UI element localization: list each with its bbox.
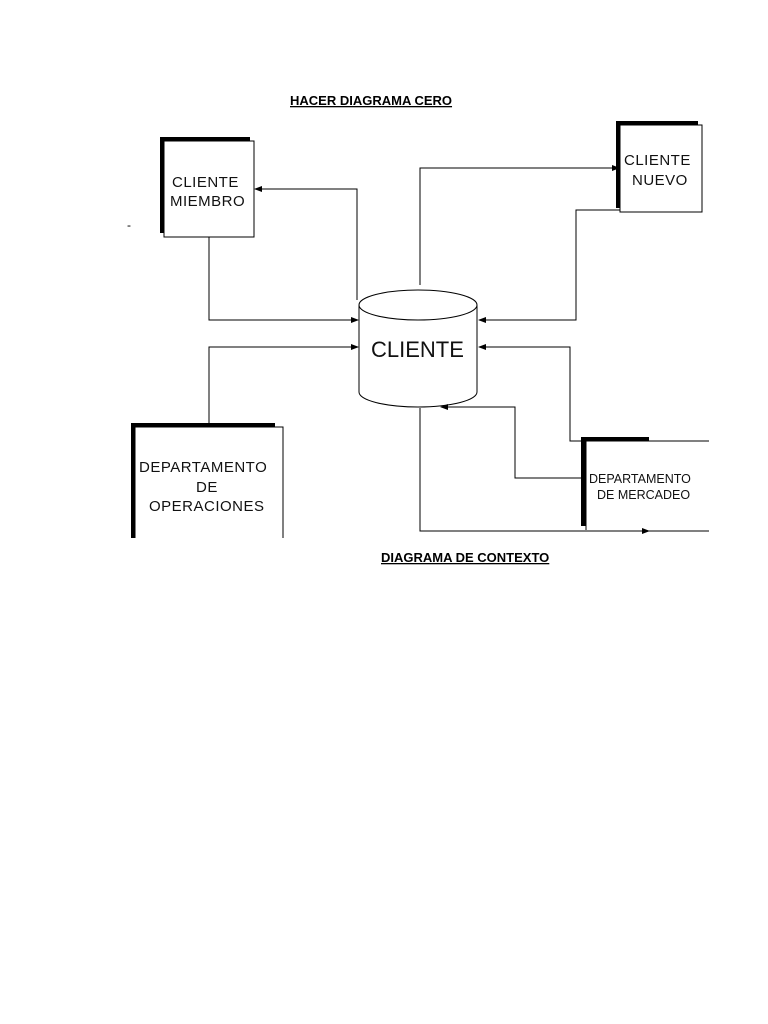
entity-label-line2: DE — [196, 479, 218, 496]
entity-departamento-operaciones: DEPARTAMENTO DE OPERACIONES — [131, 423, 284, 538]
data-flows — [208, 165, 709, 534]
cylinder-body — [358, 305, 478, 408]
diagram-title-bottom: DIAGRAMA DE CONTEXTO — [381, 550, 549, 565]
datastore-label: CLIENTE — [371, 337, 464, 362]
entity-box — [163, 140, 255, 238]
diagram-title-top: HACER DIAGRAMA CERO — [290, 93, 452, 108]
entity-label-line1: CLIENTE — [172, 174, 239, 191]
datastore-cliente: CLIENTE — [358, 289, 478, 408]
entity-cliente-miembro: CLIENTE MIEMBRO — [160, 137, 255, 238]
flow-to-cliente-miembro — [254, 186, 358, 300]
flow-to-cliente-nuevo — [419, 165, 620, 285]
flow-from-cliente-miembro — [208, 237, 359, 323]
entity-label-line3: OPERACIONES — [149, 498, 265, 515]
flow-from-cliente-nuevo — [478, 209, 620, 323]
entity-box — [134, 426, 284, 538]
entity-shadow-top — [131, 423, 275, 427]
flow-from-departamento-operaciones — [208, 344, 359, 423]
entity-shadow-left — [160, 137, 164, 233]
entity-shadow-left — [616, 121, 620, 208]
flow-to-departamento-mercadeo — [419, 408, 650, 534]
cylinder-top — [358, 289, 478, 321]
stray-mark: - — [127, 218, 131, 232]
entity-shadow-left — [581, 437, 586, 526]
entity-shadow-top — [581, 437, 649, 441]
entity-shadow-top — [160, 137, 250, 141]
entity-box — [619, 124, 703, 213]
entity-shadow-top — [616, 121, 698, 125]
entity-cliente-nuevo: CLIENTE NUEVO — [616, 121, 703, 213]
entity-departamento-mercadeo: DEPARTAMENTO DE MERCADEO — [581, 437, 709, 530]
flow-from-departamento-mercadeo-lower — [440, 404, 581, 479]
entity-label-line1: CLIENTE — [624, 152, 691, 169]
entity-label-line2: NUEVO — [632, 172, 688, 189]
entity-label-line1: DEPARTAMENTO — [589, 472, 691, 486]
entity-shadow-left — [131, 423, 135, 538]
entity-label-line2: DE MERCADEO — [597, 488, 690, 502]
entity-label-line1: DEPARTAMENTO — [139, 459, 267, 476]
flow-from-departamento-mercadeo-upper — [478, 344, 581, 442]
entity-label-line2: MIEMBRO — [170, 193, 245, 210]
